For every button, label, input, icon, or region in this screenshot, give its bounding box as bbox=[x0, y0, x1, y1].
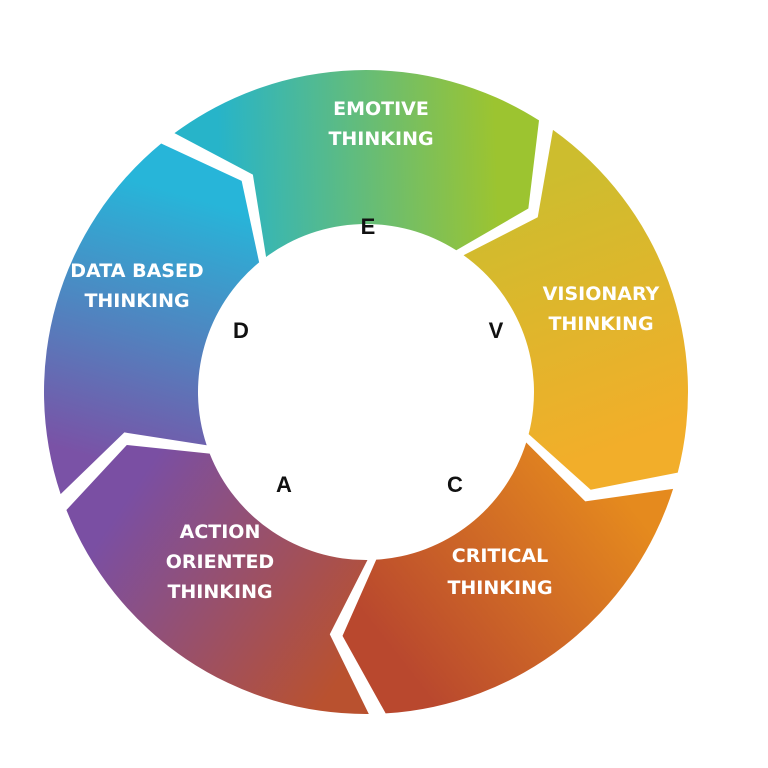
emotive-segment bbox=[174, 69, 540, 257]
letter-v: V bbox=[489, 318, 504, 343]
letter-e: E bbox=[361, 214, 376, 239]
letter-d: D bbox=[233, 318, 249, 343]
critical-segment bbox=[342, 442, 674, 714]
letter-a: A bbox=[276, 472, 292, 497]
letter-c: C bbox=[447, 472, 463, 497]
action-segment bbox=[66, 445, 369, 714]
visionary-segment bbox=[463, 129, 688, 490]
data-segment bbox=[44, 143, 260, 495]
